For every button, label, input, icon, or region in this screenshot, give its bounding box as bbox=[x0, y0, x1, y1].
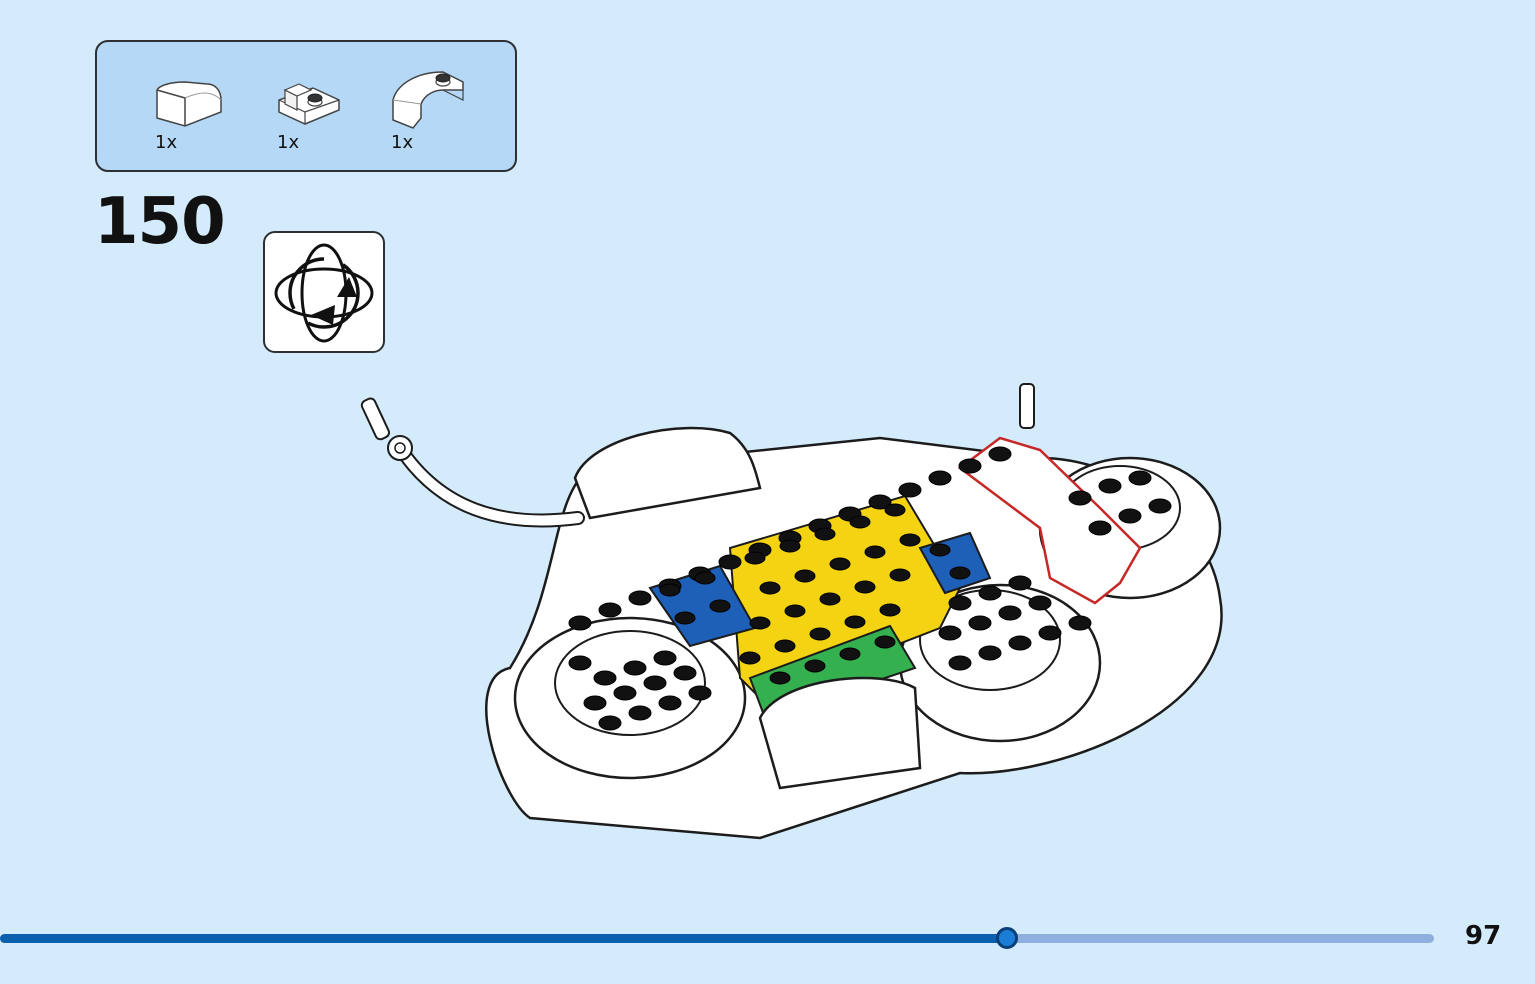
progress-indicator bbox=[996, 927, 1018, 949]
part-item: 1x bbox=[155, 60, 245, 160]
bracket-plate-icon bbox=[278, 83, 340, 125]
curved-slope-brick-icon bbox=[156, 81, 222, 127]
progress-bar bbox=[0, 926, 1440, 952]
part-item: 1x bbox=[277, 60, 367, 160]
rotate-model-icon bbox=[274, 243, 374, 343]
part-quantity: 1x bbox=[277, 132, 300, 153]
rotate-callout bbox=[263, 231, 385, 353]
step-number: 150 bbox=[94, 185, 226, 259]
model-illustration bbox=[360, 378, 1240, 852]
progress-fill bbox=[0, 934, 1007, 943]
part-item: 1x bbox=[391, 60, 481, 160]
page-number: 97 bbox=[1465, 921, 1502, 951]
part-quantity: 1x bbox=[391, 132, 414, 153]
parts-needed-panel: 1x 1x 1x bbox=[95, 40, 517, 172]
part-quantity: 1x bbox=[155, 132, 178, 153]
curved-brick-with-stud-icon bbox=[392, 71, 464, 129]
